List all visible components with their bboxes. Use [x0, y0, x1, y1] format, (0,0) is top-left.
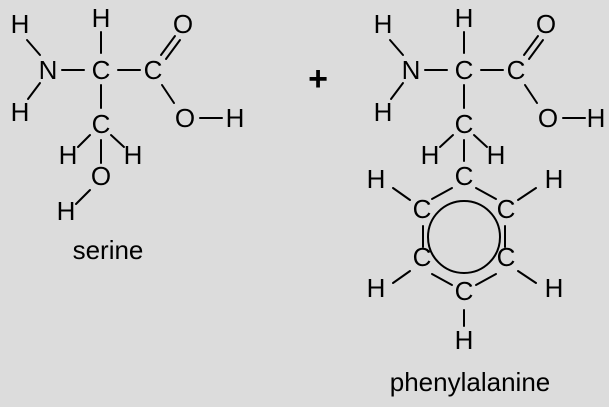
aromatic-ring-circle	[427, 200, 501, 274]
bond-phe-ring-c1-c6	[475, 187, 497, 200]
serine-atom-h: H	[11, 9, 30, 39]
phe-atom-h: H	[374, 9, 393, 39]
phenylalanine-bonds	[389, 31, 586, 327]
serine-atom-h: H	[11, 97, 30, 127]
bond-phe-cb-h-right	[473, 134, 488, 148]
bond-phe-ring-c5-c4	[475, 273, 497, 286]
bond-phe-ring-c3-c4	[431, 273, 453, 286]
serine-atom-h: H	[57, 196, 76, 226]
phe-atom-h: H	[545, 164, 564, 194]
bond-phe-c5-h	[517, 270, 537, 284]
phe-atom-c-ring-4: C	[455, 276, 474, 306]
phe-atom-h: H	[367, 164, 386, 194]
bond-serine-h-n-top	[26, 39, 41, 56]
serine-bonds	[26, 31, 223, 205]
bond-serine-h-n-bottom	[27, 82, 41, 100]
bond-phe-cc-o-double-2	[528, 39, 544, 60]
phe-atom-c-ring-5: C	[497, 242, 516, 272]
phe-atom-c-beta: C	[455, 109, 474, 139]
bond-phe-c6-h	[517, 187, 537, 201]
phe-atom-h: H	[487, 140, 506, 170]
plus-sign: +	[308, 60, 328, 98]
bond-phe-cb-h-left	[439, 134, 454, 148]
bond-phe-c3-h	[392, 270, 411, 284]
phe-atom-c-ring-3: C	[413, 242, 432, 272]
bond-phe-h-n-bottom	[390, 82, 404, 100]
phe-atom-o-double: O	[536, 9, 556, 39]
phe-atom-c-ring-6: C	[497, 194, 516, 224]
phe-atom-h: H	[374, 97, 393, 127]
phe-atom-h: H	[455, 325, 474, 355]
phe-atom-h: H	[545, 273, 564, 303]
phe-atom-c-ring-2: C	[413, 194, 432, 224]
phe-atom-c-carboxyl: C	[507, 55, 526, 85]
serine-atom-c-carboxyl: C	[144, 55, 163, 85]
bond-serine-cc-o-double-1	[160, 35, 176, 56]
bond-serine-og-h	[75, 189, 91, 205]
bond-phe-ring-c1-c2	[431, 187, 453, 200]
serine-atom-c-alpha: C	[92, 55, 111, 85]
serine-atom-h: H	[59, 140, 78, 170]
bond-phe-cc-o	[524, 84, 538, 104]
phe-atom-h: H	[455, 3, 474, 33]
serine-atom-o-side-chain: O	[91, 161, 111, 191]
phe-atom-h: H	[421, 140, 440, 170]
phe-atom-h: H	[587, 103, 606, 133]
phenylalanine-atoms: H H N H C C O O H C H H C C C C C C H H …	[367, 3, 606, 355]
serine-atom-o-hydroxyl: O	[175, 103, 195, 133]
bond-serine-cc-o	[161, 84, 175, 104]
serine-atoms: H H N H C C O O H C H H O H	[11, 3, 245, 226]
serine-atom-c-beta: C	[92, 109, 111, 139]
bond-phe-cc-o-double-1	[523, 35, 539, 56]
phe-atom-c-ring-1: C	[455, 161, 474, 191]
serine-atom-h: H	[92, 3, 111, 33]
bond-serine-cc-o-double-2	[165, 39, 181, 60]
bond-serine-cb-h-right	[110, 134, 125, 148]
bond-phe-h-n-top	[389, 39, 404, 56]
molecule-name-phenylalanine: phenylalanine	[390, 367, 550, 397]
serine-atom-h: H	[226, 103, 245, 133]
serine-atom-o-double: O	[173, 9, 193, 39]
serine-atom-n: N	[39, 55, 58, 85]
phe-atom-h: H	[367, 273, 386, 303]
phe-atom-n: N	[402, 55, 421, 85]
bond-serine-cb-h-left	[77, 134, 91, 148]
bond-phe-c2-h	[392, 187, 411, 201]
phe-atom-o-hydroxyl: O	[538, 103, 558, 133]
molecule-name-serine: serine	[73, 235, 144, 265]
phe-atom-c-alpha: C	[455, 55, 474, 85]
serine-atom-h: H	[124, 140, 143, 170]
